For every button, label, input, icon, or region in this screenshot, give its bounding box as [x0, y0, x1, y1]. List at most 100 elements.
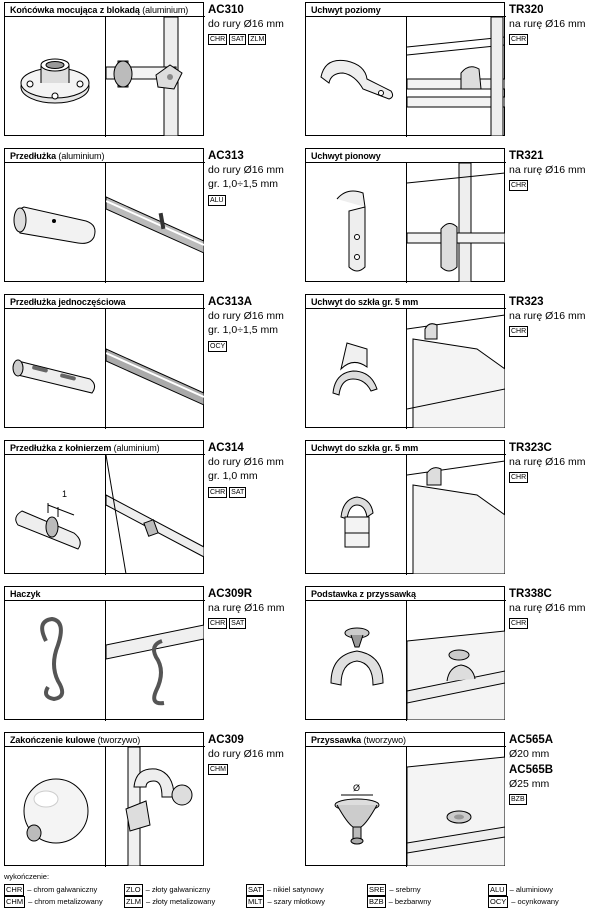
legend-item: ALU– aluminiowy	[488, 884, 553, 896]
product-title: Przedłużka jednoczęściowa	[10, 297, 126, 307]
product-illustration	[13, 206, 96, 244]
finish-badge: CHR	[509, 472, 529, 483]
product-title: Uchwyt pionowy	[311, 151, 381, 161]
product-card-ac309: Zakończenie kulowe (tworzywo) AC309 do r…	[4, 732, 300, 867]
finish-badges: BZB	[509, 794, 529, 805]
product-card-ac314: Przedłużka z kołnierzem (aluminium) 1 AC…	[4, 440, 300, 575]
product-spec: do rury Ø16 mm	[208, 310, 284, 322]
product-title: Przyssawka (tworzywo)	[311, 735, 406, 745]
legend-item: SAT– nikiel satynowy	[246, 884, 324, 896]
finish-badge: CHR	[208, 487, 228, 498]
product-spec: do rury Ø16 mm	[208, 18, 284, 30]
finish-badges: CHR	[509, 618, 530, 629]
product-code: AC309R	[208, 588, 253, 600]
product-code: TR323C	[509, 442, 552, 454]
finish-badges: CHR	[509, 326, 530, 337]
product-photo	[106, 455, 204, 574]
product-title: Uchwyt do szkła gr. 5 mm	[311, 297, 419, 307]
product-spec: na rurę Ø16 mm	[208, 602, 285, 614]
product-photo	[407, 756, 505, 866]
finish-badge: CHR	[509, 618, 529, 629]
product-spec: na rurę Ø16 mm	[509, 602, 586, 614]
product-spec: gr. 1,0÷1,5 mm	[208, 178, 278, 190]
finish-badges: OCY	[208, 341, 229, 352]
finish-badge: SAT	[229, 487, 247, 498]
product-card-tr321: Uchwyt pionowy TR321 na rurę Ø16 mm CHR	[305, 148, 601, 283]
product-title: Końcówka mocująca z blokadą (aluminium)	[10, 5, 189, 15]
finish-badge: CHR	[208, 618, 228, 629]
product-title: Zakończenie kulowe (tworzywo)	[10, 735, 141, 745]
legend-item: ZLM– złoty metalizowany	[124, 896, 216, 908]
product-illustration: 1	[15, 489, 81, 550]
product-illustration	[336, 190, 366, 272]
finish-badge: CHR	[509, 180, 529, 191]
product-spec: do rury Ø16 mm	[208, 164, 284, 176]
product-photo	[407, 460, 505, 574]
product-spec: Ø25 mm	[509, 778, 550, 790]
finish-badge: BZB	[509, 794, 527, 805]
product-card-tr338c: Podstawka z przyssawką TR338C na rurę Ø1…	[305, 586, 601, 721]
product-illustration	[330, 627, 384, 686]
product-spec: gr. 1,0 mm	[208, 470, 258, 482]
finish-badge: OCY	[208, 341, 228, 352]
product-spec: Ø20 mm	[509, 748, 550, 760]
legend-item: ZLO– złoty galwaniczny	[124, 884, 211, 896]
product-photo	[106, 17, 183, 136]
product-spec: na rurę Ø16 mm	[509, 456, 586, 468]
product-code: TR338C	[509, 588, 552, 600]
legend-item: OCY– ocynkowany	[488, 896, 559, 908]
product-card-tr323c: Uchwyt do szkła gr. 5 mm TR323C na rurę …	[305, 440, 601, 575]
product-spec: na rurę Ø16 mm	[509, 310, 586, 322]
product-illustration	[40, 616, 65, 702]
product-code: AC565A	[509, 734, 554, 746]
card-frame: Podstawka z przyssawką	[305, 586, 506, 721]
product-code: AC310	[208, 4, 244, 16]
product-illustration	[23, 778, 89, 844]
product-code: TR321	[509, 150, 544, 162]
product-illustration	[340, 496, 374, 548]
product-illustration	[332, 342, 378, 396]
product-photo	[407, 314, 505, 428]
finish-badges: ALU	[208, 195, 228, 206]
legend-header: wykończenie:	[4, 872, 50, 881]
legend-item: BZB– bezbarwny	[367, 896, 432, 908]
legend-item: CHM– chrom metalizowany	[4, 896, 103, 908]
finish-badge: CHR	[208, 34, 228, 45]
product-photo	[125, 747, 193, 866]
product-illustration	[20, 58, 90, 104]
product-code: AC313	[208, 150, 244, 162]
legend-item: SRE– srebrny	[367, 884, 421, 896]
card-frame: Uchwyt poziomy	[305, 2, 506, 137]
product-title: Uchwyt do szkła gr. 5 mm	[311, 443, 419, 453]
finish-badge: ALU	[208, 195, 226, 206]
finish-badge: CHR	[509, 326, 529, 337]
product-spec: do rury Ø16 mm	[208, 748, 284, 760]
legend-item: CHR– chrom galwaniczny	[4, 884, 98, 896]
product-card-ac310: Końcówka mocująca z blokadą (aluminium) …	[4, 2, 300, 137]
product-code: AC313A	[208, 296, 253, 308]
product-illustration	[320, 59, 394, 100]
diameter-label: Ø	[353, 783, 360, 793]
product-card-tr323: Uchwyt do szkła gr. 5 mm TR323 na rurę Ø…	[305, 294, 601, 429]
product-spec: gr. 1,0÷1,5 mm	[208, 324, 278, 336]
product-code: TR323	[509, 296, 544, 308]
product-code: AC309	[208, 734, 244, 746]
product-photo	[106, 348, 204, 406]
card-frame: Uchwyt do szkła gr. 5 mm	[305, 294, 506, 429]
product-spec: do rury Ø16 mm	[208, 456, 284, 468]
product-photo	[407, 17, 505, 136]
finish-badges: CHM	[208, 764, 230, 775]
product-code: AC314	[208, 442, 244, 454]
product-illustration: Ø	[334, 783, 380, 845]
legend-item: MLT– szary młotkowy	[246, 896, 325, 908]
product-card-tr320: Uchwyt poziomy TR320 na rurę Ø16 mm CHR	[305, 2, 601, 137]
card-frame: Haczyk	[4, 586, 205, 721]
product-photo	[106, 624, 204, 706]
product-code-2: AC565B	[509, 764, 554, 776]
product-code: TR320	[509, 4, 544, 16]
product-illustration	[12, 359, 96, 394]
dimension-label: 1	[62, 489, 67, 499]
